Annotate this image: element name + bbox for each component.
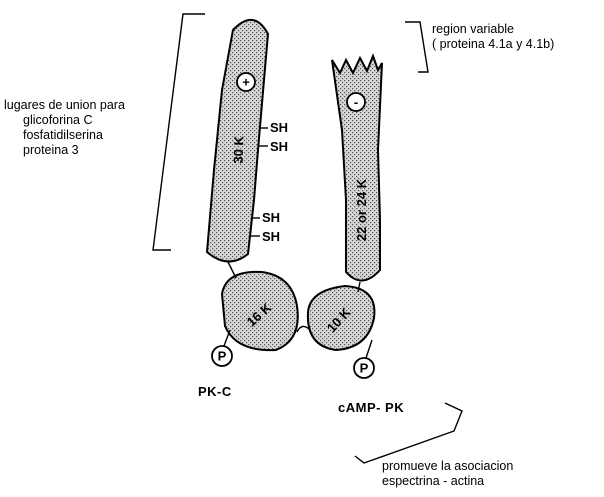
charge-plus-label: + (242, 75, 250, 90)
binding-sites-line-3: fosfatidilserina (4, 128, 125, 143)
connector-30k-16k (228, 262, 236, 278)
domain-22-24k-label: 22 or 24 K (354, 178, 369, 241)
binding-sites-label: lugares de union para glicoforina C fosf… (4, 98, 125, 158)
stalk-pkc (224, 330, 230, 346)
binding-sites-line-4: proteina 3 (4, 143, 125, 158)
variable-region-label: region variable ( proteina 4.1a y 4.1b) (432, 22, 554, 52)
phosphate-camp-label: P (360, 361, 369, 376)
charge-minus-label: - (354, 95, 358, 110)
domain-30k-label: 30 K (231, 135, 247, 164)
binding-sites-line-2: glicoforina C (4, 113, 125, 128)
variable-region-line-2: ( proteina 4.1a y 4.1b) (432, 37, 554, 52)
promotes-association-label: promueve la asociacion espectrina - acti… (382, 459, 513, 489)
binding-sites-line-1: lugares de union para (4, 98, 125, 113)
phosphate-pkc-label: P (218, 349, 227, 364)
sh-label-1: SH (270, 120, 288, 135)
sh-label-2: SH (270, 139, 288, 154)
domain-22-24k (332, 56, 382, 281)
binding-sites-bracket (153, 14, 205, 250)
promotes-line-1: promueve la asociacion (382, 459, 513, 474)
sh-label-3: SH (262, 210, 280, 225)
pkc-label: PK-C (198, 384, 232, 399)
stalk-camp-pk (366, 340, 372, 358)
camp-pk-label: cAMP- PK (338, 400, 404, 415)
variable-region-line-1: region variable (432, 22, 554, 37)
sh-label-4: SH (262, 229, 280, 244)
variable-region-bracket (405, 22, 428, 72)
promotes-line-2: espectrina - actina (382, 474, 513, 489)
